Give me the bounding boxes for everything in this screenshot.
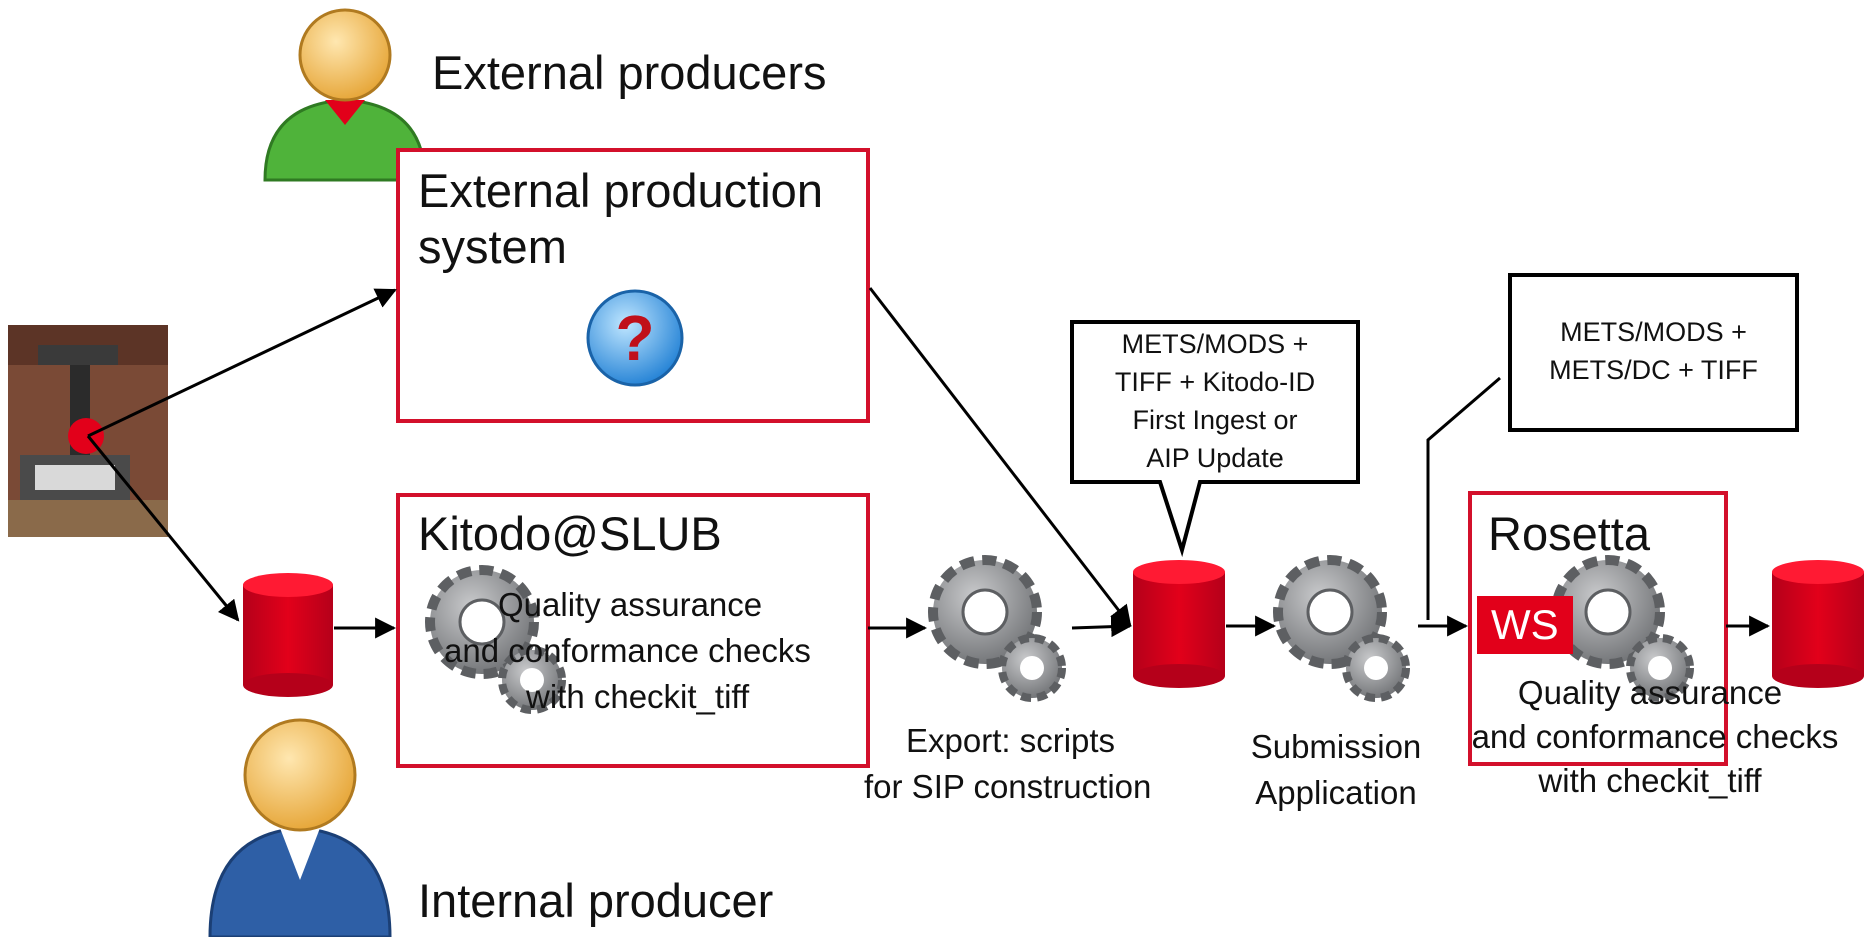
ws-badge: WS xyxy=(1477,596,1573,654)
export-line1: Export: scripts xyxy=(906,722,1116,759)
submission-gears-icon xyxy=(1273,555,1410,702)
external-system-title-line1: External production xyxy=(418,164,823,217)
rosetta-qa-line2: and conformance checks xyxy=(1471,718,1839,755)
transfer-storage-cylinder xyxy=(1133,560,1225,688)
kitodo-callout-line4: AIP Update xyxy=(1146,443,1284,473)
rosetta-qa-line3: with checkit_tiff xyxy=(1538,762,1762,799)
internal-producer-label: Internal producer xyxy=(418,874,774,927)
kitodo-title: Kitodo@SLUB xyxy=(418,507,722,560)
rosetta-callout-box xyxy=(1508,273,1799,432)
scanner-photo xyxy=(8,325,168,537)
rosetta-box xyxy=(1468,491,1728,766)
external-system-title-line2: system xyxy=(418,220,567,273)
input-storage-cylinder xyxy=(243,573,333,697)
export-gears-icon xyxy=(928,555,1066,702)
kitodo-callout-box xyxy=(1070,320,1360,558)
rosetta-callout-line2: METS/DC + TIFF xyxy=(1549,355,1758,385)
rosetta-qa-line1: Quality assurance xyxy=(1517,674,1783,711)
external-producer-icon xyxy=(263,8,427,182)
kitodo-qa-line2: and conformance checks xyxy=(444,632,811,669)
kitodo-qa-line1: Quality assurance xyxy=(498,586,763,623)
archive-storage-cylinder xyxy=(1772,560,1864,688)
kitodo-gears-icon xyxy=(425,565,566,714)
svg-text:?: ? xyxy=(615,302,654,374)
question-icon: ? xyxy=(586,289,684,387)
export-line2: for SIP construction xyxy=(864,768,1152,805)
rosetta-title: Rosetta xyxy=(1488,507,1650,560)
flow-arrows xyxy=(86,287,1771,639)
kitodo-callout-line1: METS/MODS + xyxy=(1121,329,1309,359)
kitodo-callout-line3: First Ingest or xyxy=(1132,405,1298,435)
internal-producer-icon xyxy=(208,718,392,937)
kitodo-qa-line3: with checkit_tiff xyxy=(526,678,750,715)
kitodo-callout-line2: TIFF + Kitodo-ID xyxy=(1114,367,1316,397)
external-producers-label: External producers xyxy=(432,46,827,99)
rosetta-callout-line1: METS/MODS + xyxy=(1560,317,1747,347)
submission-line1: Submission xyxy=(1250,728,1422,765)
submission-line2: Application xyxy=(1255,774,1417,811)
